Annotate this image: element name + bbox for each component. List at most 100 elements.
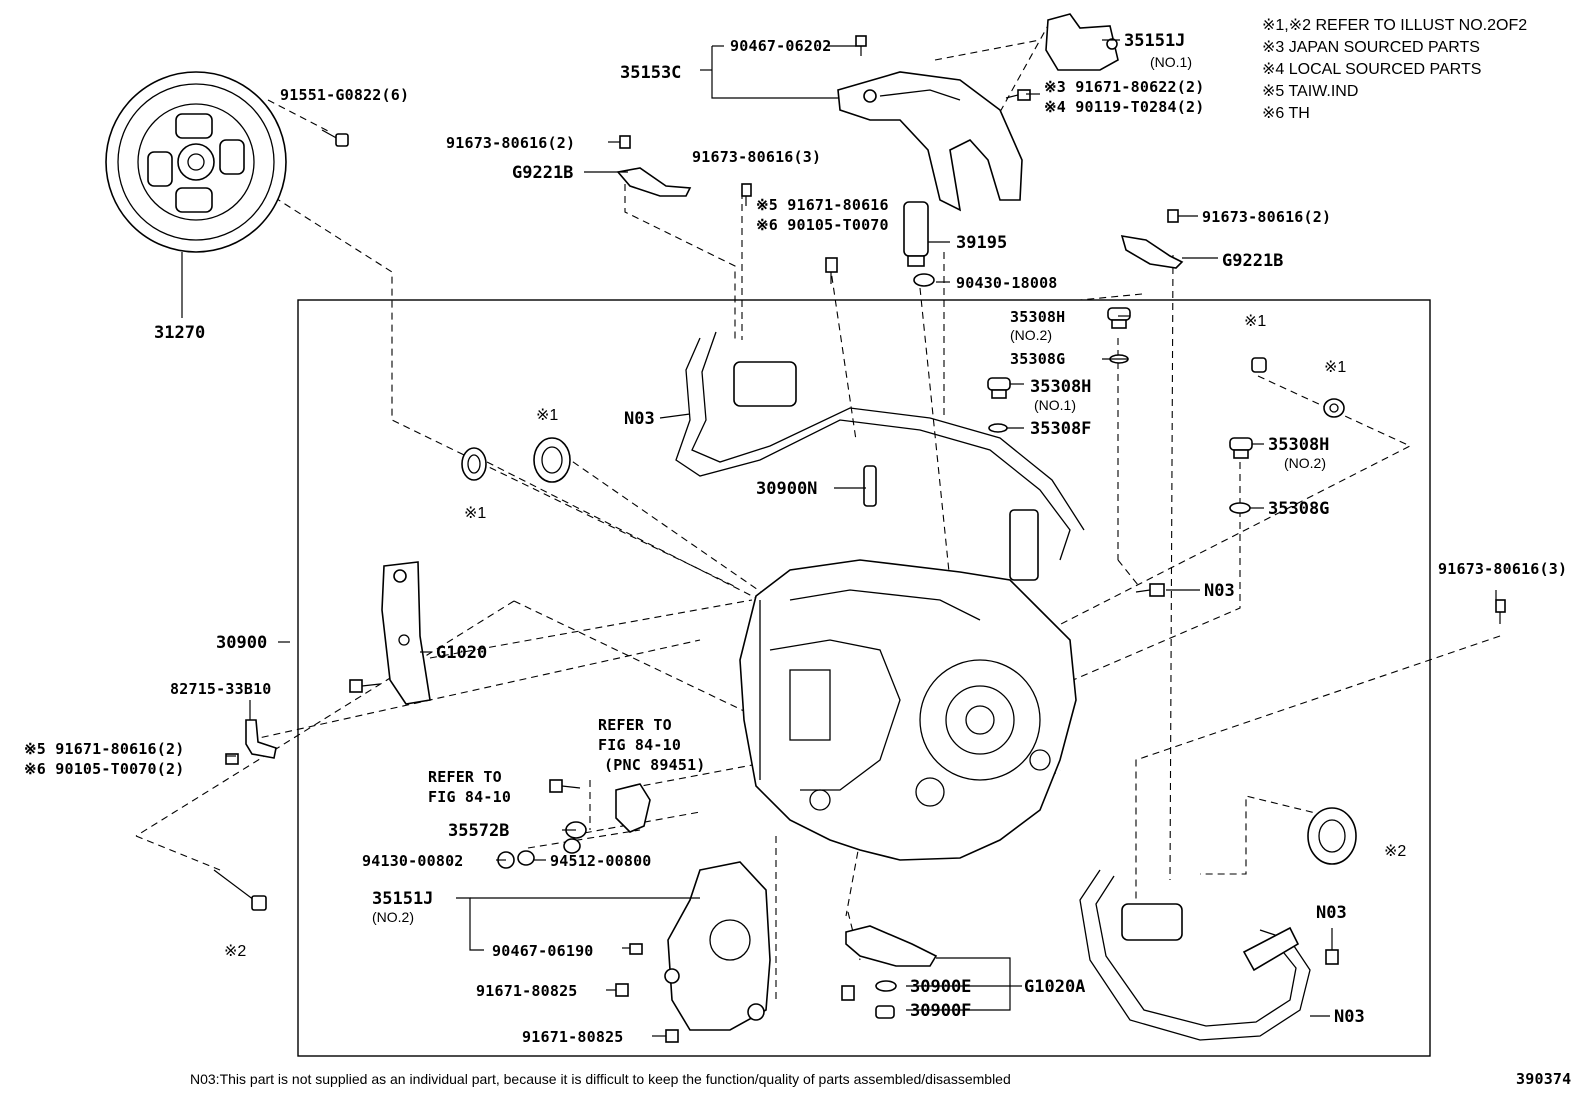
oil-seal-ref1-c <box>1251 357 1267 373</box>
label-G9221B-a: G9221B <box>512 163 573 183</box>
cover-35151J-no1 <box>1045 13 1119 71</box>
bolt-refer-fig-84-10 <box>549 779 581 793</box>
bracket-G9221B-a <box>616 135 692 197</box>
bolt-N03-bottom <box>1325 949 1339 965</box>
bracket-82715-33B10 <box>245 719 277 759</box>
label-G9221B-b: G9221B <box>1222 251 1283 271</box>
bolt-N03-mid <box>1135 583 1165 597</box>
label-35572B: 35572B <box>448 821 509 841</box>
oil-seal-ref1-b <box>533 437 571 483</box>
label-30900N: 30900N <box>756 479 817 499</box>
label-91671-80825-a: 91671-80825 <box>476 982 578 1000</box>
label-31270: 31270 <box>154 323 205 343</box>
label-30900E: 30900E <box>910 977 971 997</box>
plug-35308H-no1 <box>987 377 1011 399</box>
label-91671-80622: ※3 91671-80622(2) <box>1044 78 1204 96</box>
assembly-frame <box>297 299 1431 1057</box>
note-1: ※1,※2 REFER TO ILLUST NO.2OF2 <box>1262 17 1527 34</box>
label-35151J-no2-sub: (NO.2) <box>372 909 414 925</box>
bolt-G1020 <box>349 679 381 693</box>
label-refer-b2: FIG 84-10 <box>428 788 511 806</box>
label-39195: 39195 <box>956 233 1007 253</box>
label-90105-6b: ※6 90105-T0070(2) <box>24 760 184 778</box>
label-G1020: G1020 <box>436 643 487 663</box>
label-91671-5: ※5 91671-80616 <box>756 196 889 214</box>
label-94512: 94512-00800 <box>550 852 652 870</box>
label-ref2-a: ※2 <box>224 943 246 960</box>
label-N03-a: N03 <box>624 409 655 429</box>
label-35308H-no2-a: 35308H <box>1010 308 1065 326</box>
label-91673-2a: 91673-80616(2) <box>446 134 575 152</box>
label-91673-3b: 91673-80616(3) <box>1438 560 1567 578</box>
gasket-35308F <box>988 423 1008 433</box>
bracket-30900-G1020 <box>381 561 431 705</box>
label-35308G-a: 35308G <box>1010 350 1065 368</box>
wire-harness-N03-bottom <box>1079 869 1311 1041</box>
bolt-91671-80825-a <box>615 983 629 997</box>
transaxle-case <box>739 559 1077 861</box>
bolt-long-ref2 <box>213 869 267 911</box>
bolt-91671-80616 <box>825 257 838 284</box>
note-3: ※4 LOCAL SOURCED PARTS <box>1262 61 1481 78</box>
label-90467-06202: 90467-06202 <box>730 37 832 55</box>
label-refer-b1: REFER TO <box>428 768 502 786</box>
label-G1020A: G1020A <box>1024 977 1085 997</box>
label-90105-6: ※6 90105-T0070 <box>756 216 889 234</box>
label-35308H-no1: 35308H <box>1030 377 1091 397</box>
note-5: ※6 TH <box>1262 105 1310 122</box>
plug-30900F <box>875 1005 895 1019</box>
label-ref1-a: ※1 <box>536 407 558 424</box>
label-35308H-no2-b: 35308H <box>1268 435 1329 455</box>
label-N03-b: N03 <box>1204 581 1235 601</box>
label-ref1-d: ※1 <box>1324 359 1346 376</box>
bolt-G1020A <box>841 985 855 1001</box>
gasket-35308G-b <box>1229 502 1251 514</box>
label-91671-5b: ※5 91671-80616(2) <box>24 740 184 758</box>
label-91673-2b: 91673-80616(2) <box>1202 208 1331 226</box>
bolt-91671-80616-2 <box>225 753 239 765</box>
label-30900F: 30900F <box>910 1001 971 1021</box>
label-N03-d: N03 <box>1334 1007 1365 1027</box>
washer-30900E <box>875 980 897 992</box>
bolt-91673-c <box>1495 599 1506 624</box>
label-N03-c: N03 <box>1316 903 1347 923</box>
sensor-30900N <box>863 465 877 507</box>
label-ref2-b: ※2 <box>1384 843 1406 860</box>
label-35151J-no1-sub: (NO.1) <box>1150 54 1192 70</box>
label-refer-a2: FIG 84-10 <box>598 736 681 754</box>
label-90467-06190: 90467-06190 <box>492 942 594 960</box>
label-refer-a3: (PNC 89451) <box>604 756 706 774</box>
clutch-disc-31270 <box>105 71 287 253</box>
label-refer-a1: REFER TO <box>598 716 672 734</box>
label-30900: 30900 <box>216 633 267 653</box>
label-91551: 91551-G0822(6) <box>280 86 409 104</box>
oil-seal-ref1-a <box>461 447 487 481</box>
label-91673-3a: 91673-80616(3) <box>692 148 821 166</box>
label-35308H-no2-b-sub: (NO.2) <box>1284 455 1326 471</box>
label-35151J-no1: 35151J <box>1124 31 1185 51</box>
label-94130: 94130-00802 <box>362 852 464 870</box>
note-4: ※5 TAIW.IND <box>1262 83 1358 100</box>
label-91671-80825-b: 91671-80825 <box>522 1028 624 1046</box>
oil-seal-ref1-d <box>1323 398 1345 418</box>
washer-35572B <box>563 821 587 854</box>
oil-seal-ref2 <box>1307 807 1357 865</box>
wire-harness-N03-top <box>675 331 1085 581</box>
solenoid-39195 <box>903 201 929 267</box>
bolt-91551 <box>321 129 349 147</box>
bracket-G1020A <box>845 925 938 967</box>
bolt-91671-80622 <box>1005 89 1031 101</box>
note-2: ※3 JAPAN SOURCED PARTS <box>1262 39 1480 56</box>
bolt-90467-06202 <box>855 35 867 56</box>
label-35151J-no2: 35151J <box>372 889 433 909</box>
bolt-91673-a <box>741 183 752 206</box>
leader-lines <box>181 39 1497 1037</box>
label-90430: 90430-18008 <box>956 274 1058 292</box>
gasket-90430 <box>913 273 935 287</box>
notes-legend: ※1,※2 REFER TO ILLUST NO.2OF2 ※3 JAPAN S… <box>1262 17 1527 122</box>
label-35308H-no2-a-sub: (NO.2) <box>1010 327 1052 343</box>
sensor-89451 <box>615 783 651 833</box>
plug-35308H-no2-a <box>1107 307 1131 329</box>
footer-note: N03:This part is not supplied as an indi… <box>190 1071 1011 1087</box>
